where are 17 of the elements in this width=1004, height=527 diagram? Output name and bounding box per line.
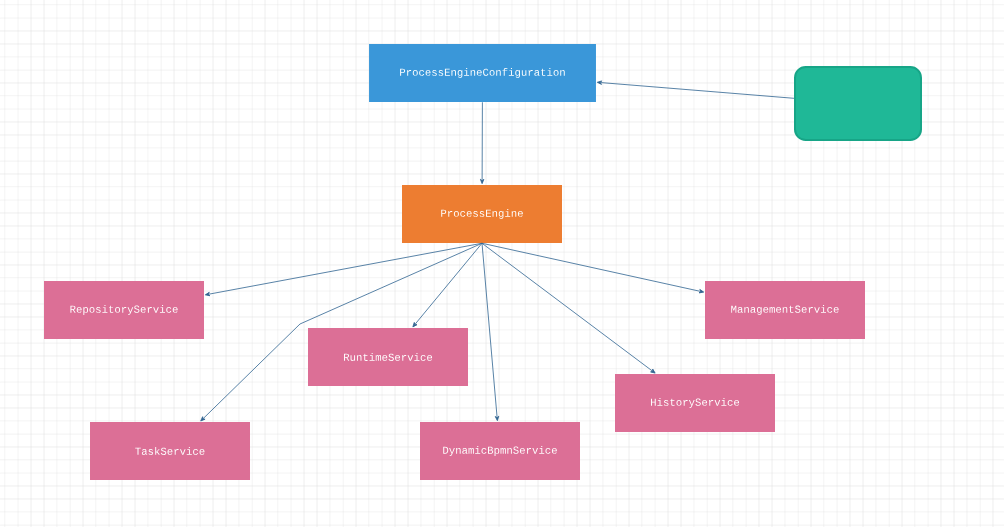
arrow [480, 101, 485, 185]
arrow [481, 242, 705, 294]
engine-box: ProcessEngine [402, 185, 562, 243]
service-box: DynamicBpmnService [420, 422, 580, 480]
arrow [481, 242, 656, 374]
service-box: TaskService [90, 422, 250, 480]
config-box: ProcessEngineConfiguration [369, 44, 596, 102]
arrow [204, 242, 483, 297]
arrow [481, 242, 500, 422]
arrow [200, 242, 483, 422]
service-box: HistoryService [615, 374, 775, 432]
arrow [596, 80, 795, 99]
service-box: ManagementService [705, 281, 865, 339]
service-box: RepositoryService [44, 281, 204, 339]
arrow [412, 242, 483, 328]
config-file-box [794, 65, 922, 142]
service-box: RuntimeService [308, 328, 468, 386]
